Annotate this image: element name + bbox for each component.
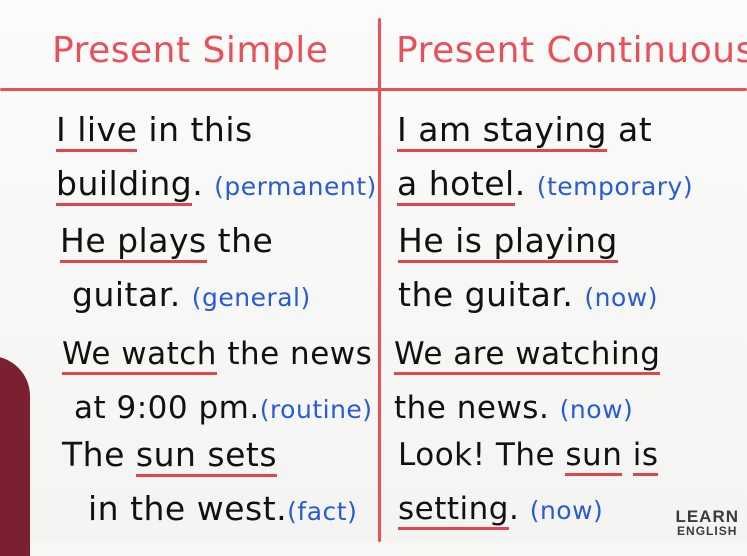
sentence-text: the	[206, 221, 274, 260]
sentence-text: at	[607, 110, 653, 149]
underlined-phrase: We are watching	[394, 336, 661, 375]
usage-note: (temporary)	[536, 172, 694, 201]
continuous-example-now-guitar: He is playing the guitar. (now)	[398, 214, 658, 325]
usage-note: (now)	[529, 496, 604, 525]
header-divider	[0, 88, 747, 91]
present-continuous-heading: Present Continuous	[396, 30, 747, 71]
logo-line-learn: LEARN	[675, 507, 739, 526]
underlined-phrase: building	[56, 164, 193, 206]
sentence-text: at 9:00 pm.	[74, 390, 260, 426]
sentence-text: .	[192, 164, 215, 203]
underlined-phrase: He is playing	[398, 221, 618, 263]
usage-note: (now)	[584, 283, 658, 312]
usage-note: (routine)	[259, 395, 373, 424]
sentence-text: .	[508, 491, 530, 527]
simple-example-fact: The sun sets in the west.(fact)	[62, 428, 357, 539]
sentence-text: in this	[137, 110, 253, 149]
underlined-phrase: setting	[398, 491, 509, 530]
usage-note: (general)	[191, 283, 311, 312]
sentence-text: in the west.	[88, 489, 288, 528]
simple-example-general: He plays the guitar. (general)	[60, 214, 311, 325]
sentence-text: the news.	[394, 390, 560, 426]
continuous-example-now-sun: Look! The sun is setting. (now)	[398, 428, 659, 538]
underlined-phrase: He plays	[60, 221, 207, 263]
usage-note: (permanent)	[214, 172, 377, 201]
usage-note: (now)	[559, 395, 634, 424]
underlined-phrase: I live	[56, 110, 138, 152]
column-divider	[378, 18, 381, 542]
sentence-text: the news	[216, 336, 373, 372]
logo-line-english: ENGLISH	[677, 524, 738, 538]
sentence-text	[622, 437, 632, 473]
underlined-phrase: sun sets	[135, 435, 278, 477]
underlined-phrase: sun	[565, 437, 623, 476]
sentence-text: Look! The	[398, 437, 566, 473]
sentence-text: .	[514, 164, 537, 203]
sentence-text: The	[62, 435, 136, 474]
sentence-text: guitar.	[72, 275, 192, 314]
sentence-text: the guitar.	[398, 275, 585, 314]
underlined-phrase: is	[632, 437, 659, 476]
underlined-phrase: I am staying	[397, 110, 607, 152]
learn-english-logo: LEARN ENGLISH	[675, 507, 739, 538]
continuous-example-now-news: We are watching the news. (now)	[394, 327, 661, 437]
usage-note: (fact)	[287, 497, 358, 526]
simple-example-permanent: I live in this building. (permanent)	[56, 103, 377, 214]
simple-example-routine: We watch the news at 9:00 pm.(routine)	[62, 327, 373, 437]
continuous-example-temporary: I am staying at a hotel. (temporary)	[397, 103, 693, 214]
presenter-shoulder	[0, 356, 30, 556]
underlined-phrase: a hotel	[397, 164, 515, 206]
present-simple-heading: Present Simple	[52, 30, 329, 71]
underlined-phrase: We watch	[62, 336, 217, 375]
